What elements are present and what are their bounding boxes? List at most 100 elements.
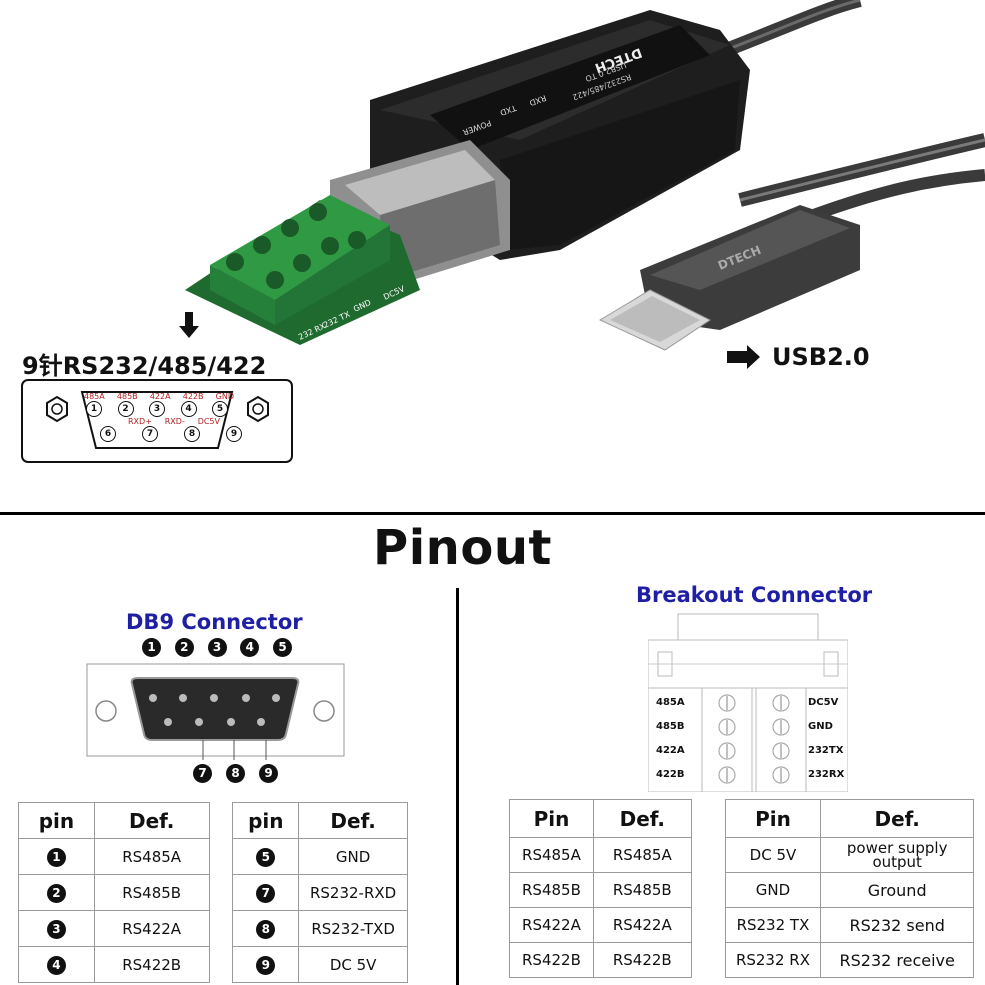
product-illustration: DTECH USB2.0 TO RS232/485/422 POWER TXD …	[21, 0, 985, 463]
usb-plug	[598, 205, 860, 351]
mini-pin-number: 8	[184, 426, 200, 442]
db9-bottom-pin-numbers: 7 8 9	[193, 764, 278, 783]
mini-label: RXD-	[164, 417, 185, 426]
mini-label: GND	[215, 392, 234, 401]
mini-label: DC5V	[197, 417, 220, 426]
usb-label: USB2.0	[772, 343, 870, 371]
table-cell: RS485A	[93, 838, 210, 875]
db9-top-pin-numbers: 1 2 3 4 5	[142, 638, 292, 657]
mini-pin-number: 7	[142, 426, 158, 442]
mini-pin-number: 3	[149, 401, 165, 417]
table-gap	[690, 872, 726, 908]
table-row: RS485A RS485A DC 5V power supply output	[509, 837, 974, 873]
pinout-title: Pinout	[373, 520, 552, 576]
table-row: 3 RS422A 8 RS232-TXD	[18, 910, 408, 947]
mini-pin-number: 6	[100, 426, 116, 442]
table-header: Def.	[298, 802, 408, 839]
table-header: Def.	[592, 799, 692, 838]
table-gap	[690, 837, 726, 873]
table-header: Pin	[724, 799, 822, 838]
pin-number-badge: 4	[240, 638, 260, 657]
table-cell: RS485B	[93, 874, 210, 911]
pin-number-badge: 5	[256, 847, 276, 867]
pin-number-badge: 7	[193, 764, 212, 783]
mini-label: 422B	[182, 392, 204, 401]
table-row: RS485B RS485B GND Ground	[509, 872, 974, 908]
table-gap	[690, 799, 726, 838]
mini-label: 422A	[149, 392, 171, 401]
down-arrow-icon	[179, 312, 199, 338]
column-divider	[456, 588, 459, 985]
section-divider	[0, 512, 985, 515]
db9-section-title: DB9 Connector	[126, 610, 303, 634]
pin-number-badge: 2	[174, 638, 194, 657]
pin-number-badge: 5	[273, 638, 292, 657]
connector-label: 9针RS232/485/422	[22, 352, 267, 380]
db9-mini-bottom-labels: RXD+ RXD- DC5V	[128, 417, 220, 426]
mini-pin-number: 2	[117, 401, 134, 417]
table-cell: power supply output	[820, 837, 974, 873]
table-gap	[208, 946, 234, 983]
table-cell: RS485A	[509, 837, 594, 873]
table-cell: RS232 send	[820, 907, 974, 943]
table-cell: RS485B	[592, 872, 692, 908]
breakout-left-label: 422A	[656, 745, 685, 756]
table-header: pin	[18, 802, 95, 839]
mini-pin-number: 5	[212, 401, 228, 417]
table-cell: RS422A	[592, 907, 692, 943]
table-gap	[208, 910, 234, 947]
breakout-pin-table: Pin Def. Pin Def. RS485A RS485A DC 5V po…	[509, 799, 974, 978]
pin-number-badge: 4	[46, 955, 66, 975]
table-cell: DC 5V	[724, 837, 822, 873]
table-row: 4 RS422B 9 DC 5V	[18, 946, 408, 983]
table-row: RS422B RS422B RS232 RX RS232 receive	[509, 942, 974, 978]
table-cell: RS232 receive	[820, 942, 974, 978]
breakout-right-label: GND	[808, 721, 833, 732]
table-cell: RS232-RXD	[298, 874, 408, 911]
table-cell: RS422B	[592, 942, 692, 978]
table-header: Def.	[93, 802, 210, 839]
table-cell: Ground	[820, 872, 974, 908]
pin-number-badge: 3	[207, 638, 227, 657]
table-cell: RS422A	[509, 907, 594, 943]
table-cell: DC 5V	[298, 946, 408, 983]
table-gap	[208, 874, 234, 911]
table-cell: GND	[724, 872, 822, 908]
pin-number-badge: 7	[256, 883, 276, 903]
table-cell: RS422B	[509, 942, 594, 978]
mini-pin-number: 9	[226, 426, 242, 442]
terminal-block	[185, 195, 420, 345]
breakout-connector-diagram	[648, 613, 848, 792]
table-cell: RS485A	[592, 837, 692, 873]
breakout-right-label: 232TX	[808, 745, 844, 756]
pin-number-badge: 1	[142, 638, 161, 657]
mini-label: RXD+	[128, 417, 152, 426]
table-row: 2 RS485B 7 RS232-RXD	[18, 874, 408, 911]
db9-mini-bottom-numbers: 6 7 8 9	[100, 426, 242, 442]
db9-pin-table: pin Def. pin Def. 1 RS485A 5 GND 2 RS485…	[18, 802, 408, 983]
breakout-left-label: 485A	[656, 697, 685, 708]
breakout-left-label: 485B	[656, 721, 685, 732]
table-gap	[690, 942, 726, 978]
table-cell: RS422A	[93, 910, 210, 947]
pin-number-badge: 2	[46, 883, 66, 903]
table-header: Def.	[820, 799, 974, 838]
db9-connector-diagram	[86, 663, 345, 760]
table-header: Pin	[509, 799, 594, 838]
breakout-right-label: DC5V	[808, 697, 839, 708]
pin-number-badge: 1	[46, 847, 66, 867]
pin-number-badge: 8	[256, 919, 276, 939]
breakout-right-label: 232RX	[808, 769, 845, 780]
table-cell: RS485B	[509, 872, 594, 908]
mini-label: 485A	[84, 392, 105, 401]
pin-number-badge: 3	[46, 919, 66, 939]
pin-number-badge: 8	[226, 764, 245, 783]
pin-number-badge: 9	[256, 955, 276, 975]
table-header: pin	[232, 802, 300, 839]
table-cell: RS422B	[93, 946, 210, 983]
table-cell: GND	[298, 838, 408, 875]
mini-pin-number: 4	[180, 401, 197, 417]
table-gap	[208, 838, 234, 875]
mini-label: 485B	[116, 392, 138, 401]
table-row: 1 RS485A 5 GND	[18, 838, 408, 875]
